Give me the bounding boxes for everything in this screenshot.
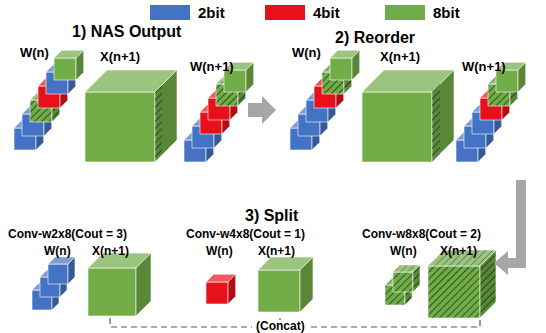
cube-face <box>393 272 413 292</box>
cube-face <box>352 50 360 80</box>
cube-face <box>352 50 360 80</box>
cube-face <box>246 62 254 92</box>
cube-face <box>48 264 68 284</box>
conv-label: Conv-w4x8(Cout = 1) <box>186 228 305 240</box>
cube-face <box>76 50 84 80</box>
cube-face <box>413 265 420 292</box>
cube-face <box>246 62 254 92</box>
cube-face <box>155 70 177 162</box>
conv-label: Conv-w2x8(Cout = 3) <box>8 228 127 240</box>
cube-face <box>428 266 480 318</box>
cube-face <box>413 265 420 292</box>
cube-face <box>224 70 246 92</box>
tensor-label: X(n+1) <box>100 50 140 63</box>
conv-label: Conv-w8x8(Cout = 2) <box>362 228 481 240</box>
cube-face <box>48 264 68 284</box>
cube-face <box>496 70 518 92</box>
cube-face <box>330 58 352 80</box>
cube-face <box>224 70 246 92</box>
cube-face <box>480 250 496 318</box>
cube-face <box>206 282 228 304</box>
tensor-label: X(n+1) <box>92 245 129 257</box>
cube-face <box>518 62 526 92</box>
cube-face <box>76 50 84 80</box>
cube-face <box>428 266 480 318</box>
cube-face <box>68 257 75 284</box>
cube-face <box>76 50 84 80</box>
cube-face <box>68 257 75 284</box>
tensor-label: W(n) <box>390 245 417 257</box>
cube-face <box>155 70 177 162</box>
cube-face <box>432 70 454 162</box>
cube-face <box>206 282 228 304</box>
cube-face <box>88 268 136 316</box>
cube-face <box>68 257 75 284</box>
cube-face <box>300 257 313 312</box>
flow-arrow <box>248 96 276 124</box>
cube-face <box>258 270 300 312</box>
cube-face <box>300 257 313 312</box>
cube-face <box>518 62 526 92</box>
legend-swatch <box>150 5 190 20</box>
legend-text: 2bit <box>198 5 225 20</box>
cube-face <box>136 253 151 316</box>
cube-face <box>393 272 413 292</box>
tensor-label: W(n) <box>20 46 49 59</box>
tensor-label: W(n) <box>292 46 321 59</box>
cube-face <box>136 253 151 316</box>
cube-face <box>362 92 432 162</box>
cube-face <box>480 250 496 318</box>
cube-face <box>54 58 76 80</box>
cube-face <box>480 250 496 318</box>
panel-title: 1) NAS Output <box>72 24 181 40</box>
cube-face <box>496 70 518 92</box>
cube-face <box>393 272 413 292</box>
cube-face <box>54 58 76 80</box>
legend-swatch <box>385 5 425 20</box>
tensor-label: W(n+1) <box>190 60 234 73</box>
cube-face <box>228 274 236 304</box>
concat-label: (Concat) <box>252 320 309 332</box>
cube-face <box>246 62 254 92</box>
legend-text: 8bit <box>433 5 460 20</box>
cube-face <box>413 265 420 292</box>
cube-face <box>352 50 360 80</box>
cube-face <box>88 268 136 316</box>
panel-title: 2) Reorder <box>335 30 415 46</box>
tensor-label: W(n) <box>44 245 71 257</box>
cube-face <box>362 92 432 162</box>
cube-face <box>136 253 151 316</box>
tensor-label: X(n+1) <box>258 245 295 257</box>
legend-swatch <box>265 5 305 20</box>
cube-face <box>480 250 496 318</box>
cube-face <box>300 257 313 312</box>
cube-face <box>228 274 236 304</box>
tensor-label: X(n+1) <box>380 50 420 63</box>
cube-face <box>85 92 155 162</box>
cube-face <box>155 85 162 162</box>
cube-face <box>518 62 526 92</box>
tensor-label: X(n+1) <box>440 245 477 257</box>
cube-face <box>228 274 236 304</box>
cube-face <box>413 265 420 292</box>
cube-face <box>428 266 480 318</box>
panel-title: 3) Split <box>245 208 298 224</box>
cube-face <box>432 70 454 162</box>
legend-text: 4bit <box>313 5 340 20</box>
tensor-label: W(n) <box>206 245 233 257</box>
cube-face <box>432 84 440 162</box>
cube-face <box>85 92 155 162</box>
flow-arrow <box>494 180 526 275</box>
cube-face <box>258 270 300 312</box>
cube-face <box>432 70 454 162</box>
cube-face <box>330 58 352 80</box>
tensor-label: W(n+1) <box>462 60 506 73</box>
cube-face <box>155 70 177 162</box>
